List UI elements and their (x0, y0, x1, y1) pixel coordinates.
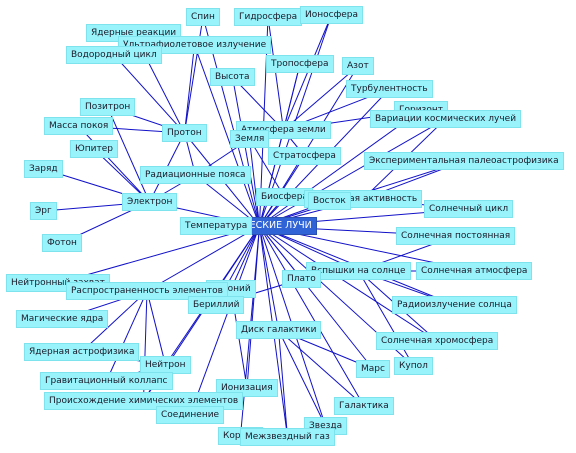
edge-electron-mass (78, 125, 150, 203)
node-spin[interactable]: Спин (186, 8, 220, 26)
node-flares[interactable]: Вспышки на солнце (306, 262, 411, 280)
edge-flares-kupol (358, 270, 414, 367)
node-magnuc[interactable]: Магические ядра (16, 310, 109, 328)
node-hcycle[interactable]: Водородный цикл (66, 46, 162, 64)
edge-atmo-tropo (283, 63, 301, 131)
node-elemdist[interactable]: Распространенность элементов (66, 282, 228, 300)
edge-center-mars (259, 225, 374, 370)
edge-center-elemdist (146, 225, 260, 292)
node-photon[interactable]: Фотон (42, 234, 82, 252)
edge-center-galdisk (259, 225, 279, 331)
node-ism[interactable]: Межзвездный газ (240, 428, 335, 446)
node-proton[interactable]: Протон (162, 124, 207, 142)
node-vostok[interactable]: Восток (308, 192, 351, 210)
edge-electron-positron (107, 106, 150, 203)
edge-center-height (232, 76, 260, 227)
edge-atmo-azot (283, 65, 359, 131)
edge-center-varcosm (259, 118, 446, 227)
edge-proton-hcycle (113, 54, 185, 134)
node-mars[interactable]: Марс (356, 360, 390, 378)
node-iono[interactable]: Ионосфера (300, 6, 364, 24)
edge-galdisk-star (278, 329, 326, 427)
node-varcosm[interactable]: Вариации космических лучей (370, 110, 522, 128)
node-charge[interactable]: Заряд (24, 160, 63, 178)
node-electron[interactable]: Электрон (122, 193, 178, 211)
edge-center-galaxy (259, 225, 365, 407)
edge-proton-spin (184, 16, 204, 134)
edge-elemdist-gravcol (106, 290, 148, 382)
node-jupiter[interactable]: Юпитер (70, 140, 118, 158)
node-azot[interactable]: Азот (342, 57, 374, 75)
edge-earth-bio (249, 138, 285, 198)
node-nucastro[interactable]: Ядерная астрофизика (24, 343, 140, 361)
edge-center-horizon (259, 109, 422, 227)
node-strato[interactable]: Стратосфера (268, 147, 341, 165)
node-mass[interactable]: Масса покоя (44, 117, 114, 135)
node-height[interactable]: Высота (210, 68, 255, 86)
edge-center-atmo (259, 129, 284, 227)
edge-elemdist-neutron (146, 290, 166, 366)
edge-galdisk-ism (278, 329, 288, 438)
edge-center-chromo (259, 225, 438, 342)
node-galdisk[interactable]: Диск галактики (236, 321, 322, 339)
node-solcycle[interactable]: Солнечный цикл (424, 200, 514, 218)
edge-center-ncapture (57, 225, 260, 284)
node-origin[interactable]: Происхождение химических элементов (44, 392, 244, 410)
edge-center-earth (249, 138, 260, 227)
node-plato[interactable]: Плато (282, 270, 321, 288)
edge-center-compound (189, 225, 260, 416)
node-solradio[interactable]: Радиоизлучение солнца (392, 296, 517, 314)
edge-galdisk-galaxy (278, 329, 365, 407)
edge-center-uv (194, 44, 260, 227)
node-hydro[interactable]: Гидросфера (234, 8, 303, 26)
node-solconst[interactable]: Солнечная постоянная (396, 227, 516, 245)
node-galaxy[interactable]: Галактика (334, 397, 394, 415)
node-exppaleo[interactable]: Экспериментальная палеоастрофизика (364, 152, 564, 170)
node-solatmo[interactable]: Солнечная атмосфера (416, 262, 533, 280)
node-positron[interactable]: Позитрон (80, 98, 136, 116)
node-compound[interactable]: Соединение (156, 406, 225, 424)
node-radbelt[interactable]: Радиационные пояса (140, 166, 251, 184)
node-temp[interactable]: Температура (180, 217, 253, 235)
node-chromo[interactable]: Солнечная хромосфера (376, 332, 499, 350)
node-earth[interactable]: Земля (230, 130, 270, 148)
node-kupol[interactable]: Купол (394, 357, 433, 375)
node-tropo[interactable]: Тропосфера (266, 55, 334, 73)
node-bio[interactable]: Биосфера (256, 188, 313, 206)
node-turb[interactable]: Турбулентность (346, 80, 433, 98)
node-erg[interactable]: Эрг (30, 202, 57, 220)
node-gravcol[interactable]: Гравитационный коллапс (40, 372, 173, 390)
edge-proton-uv (184, 44, 195, 134)
edge-elemdist-nucastro (81, 290, 148, 353)
edge-center-argon (230, 225, 260, 290)
edge-atmo-hydro (267, 16, 284, 131)
node-beryl[interactable]: Бериллий (188, 296, 245, 314)
